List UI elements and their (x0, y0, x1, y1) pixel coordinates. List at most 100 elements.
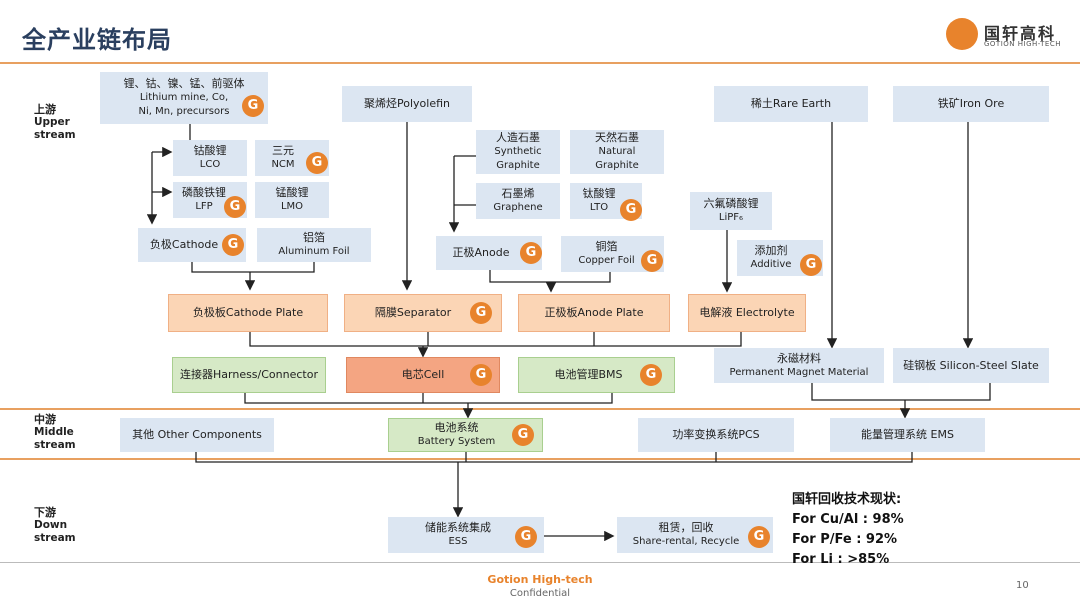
electrolyte-box: 电解液 Electrolyte (688, 294, 806, 332)
natural-graphite-box: 天然石墨 Natural Graphite (570, 130, 664, 174)
synthetic-graphite-box: 人造石墨 Synthetic Graphite (476, 130, 560, 174)
stage-down: 下游 Down stream (34, 506, 76, 545)
anode-plate-label: 正极板Anode Plate (544, 306, 644, 319)
lfp-en: LFP (195, 201, 213, 212)
harness-box: 连接器Harness/Connector (172, 357, 326, 393)
lfp-cn: 磷酸铁锂 (182, 186, 226, 199)
footer-divider (0, 562, 1080, 563)
stage-upper-cn: 上游 (34, 103, 56, 116)
polyolefin-box: 聚烯烃Polyolefin (342, 86, 472, 122)
lco-box: 钴酸锂 LCO (173, 140, 247, 176)
bms-label: 电池管理BMS (554, 368, 623, 381)
lipf6-box: 六氟磷酸锂 LiPF₆ (690, 192, 772, 230)
cathode-plate-label: 负极板Cathode Plate (192, 306, 304, 319)
recycling-status: 国轩回收技术现状: For Cu/Al : 98% For P/Fe : 92%… (792, 490, 904, 570)
logo-cn-text: 国轩高科 (984, 24, 1057, 43)
copper-foil-cn: 铜箔 (595, 240, 618, 253)
stage-down-en: Down stream (34, 519, 76, 544)
iron-ore-label: 铁矿Iron Ore (937, 97, 1005, 110)
gotion-mark-icon: G (515, 526, 537, 548)
recycling-status-title: 国轩回收技术现状: (792, 492, 902, 507)
anode-plate-box: 正极板Anode Plate (518, 294, 670, 332)
midstream-bottom-divider (0, 458, 1080, 460)
natural-graphite-en1: Natural (598, 146, 636, 157)
midstream-top-divider (0, 408, 1080, 410)
lmo-box: 锰酸锂 LMO (255, 182, 329, 218)
battery-system-en: Battery System (417, 436, 496, 447)
lipf6-cn: 六氟磷酸锂 (703, 197, 759, 210)
aluminum-foil-en: Aluminum Foil (278, 246, 350, 257)
graphene-en: Graphene (493, 202, 543, 213)
graphene-cn: 石墨烯 (501, 187, 535, 200)
stage-middle-en: Middle stream (34, 426, 76, 451)
pcs-box: 功率变换系统PCS (638, 418, 794, 452)
rare-earth-box: 稀土Rare Earth (714, 86, 868, 122)
additive-cn: 添加剂 (754, 244, 788, 257)
stage-upper: 上游 Upper stream (34, 103, 76, 142)
additive-en: Additive (750, 259, 792, 270)
gotion-mark-icon: G (224, 196, 246, 218)
magnet-box: 永磁材料 Permanent Magnet Material (714, 348, 884, 383)
gotion-mark-icon: G (222, 234, 244, 256)
synthetic-graphite-cn: 人造石墨 (496, 131, 540, 144)
raw-materials-box: 锂、钴、镍、锰、前驱体 Lithium mine, Co, Ni, Mn, pr… (100, 72, 268, 124)
gotion-mark-icon: G (242, 95, 264, 117)
page-title: 全产业链布局 (22, 26, 172, 54)
gotion-mark-icon: G (306, 152, 328, 174)
aluminum-foil-cn: 铝箔 (303, 231, 325, 244)
stage-down-cn: 下游 (34, 506, 56, 519)
lto-box: 钛酸锂 LTO (570, 183, 642, 219)
cathode-label: 负极Cathode (149, 238, 219, 251)
battery-system-cn: 电池系统 (434, 421, 479, 434)
gotion-logo-icon (946, 18, 978, 50)
recycle-en: Share-rental, Recycle (632, 536, 740, 547)
page-number: 10 (1016, 580, 1029, 591)
silicon-steel-label: 硅钢板 Silicon-Steel Slate (903, 358, 1039, 372)
ncm-cn: 三元 (272, 144, 294, 157)
gotion-mark-icon: G (620, 199, 642, 221)
gotion-mark-icon: G (800, 254, 822, 276)
natural-graphite-en2: Graphite (595, 160, 639, 171)
other-components-box: 其他 Other Components (120, 418, 274, 452)
synthetic-graphite-en2: Graphite (496, 160, 540, 171)
raw-materials-line1: 锂、钴、镍、锰、前驱体 (123, 77, 245, 90)
harness-label: 连接器Harness/Connector (180, 368, 318, 381)
lto-cn: 钛酸锂 (582, 187, 616, 200)
anode-label: 正极Anode (452, 246, 510, 259)
footer-brand: Gotion High-tech (487, 573, 593, 586)
polyolefin-label: 聚烯烃Polyolefin (364, 97, 450, 110)
cathode-plate-box: 负极板Cathode Plate (168, 294, 328, 332)
recycling-status-line: For Cu/Al : 98% (792, 512, 904, 527)
recycling-status-line: For Li : >85% (792, 552, 890, 567)
electrolyte-label: 电解液 Electrolyte (699, 306, 795, 319)
lmo-cn: 锰酸锂 (275, 186, 309, 199)
stage-middle: 中游 Middle stream (34, 413, 76, 452)
stage-upper-en: Upper stream (34, 116, 76, 141)
recycling-status-line: For P/Fe : 92% (792, 532, 898, 547)
ems-label: 能量管理系统 EMS (861, 428, 954, 441)
magnet-cn: 永磁材料 (777, 351, 821, 365)
gotion-mark-icon: G (470, 302, 492, 324)
pcs-label: 功率变换系统PCS (672, 428, 760, 441)
cathode-box: 负极Cathode (138, 228, 246, 262)
iron-ore-box: 铁矿Iron Ore (893, 86, 1049, 122)
silicon-steel-box: 硅钢板 Silicon-Steel Slate (893, 348, 1049, 383)
footer-confidential: Confidential (509, 588, 571, 599)
recycle-box: 租赁，回收 Share-rental, Recycle (617, 517, 773, 553)
gotion-mark-icon: G (520, 242, 542, 264)
lco-en: LCO (199, 159, 221, 170)
cell-label: 电芯Cell (401, 368, 445, 381)
lto-en: LTO (589, 202, 609, 213)
lmo-en: LMO (280, 201, 304, 212)
ess-en: ESS (448, 536, 468, 547)
raw-materials-line3: Ni, Mn, precursors (138, 106, 230, 117)
gotion-logo: 国轩高科 GOTION HIGH-TECH (946, 18, 1066, 52)
raw-materials-line2: Lithium mine, Co, (139, 92, 229, 103)
gotion-mark-icon: G (748, 526, 770, 548)
graphene-box: 石墨烯 Graphene (476, 183, 560, 219)
lipf6-en: LiPF₆ (718, 212, 744, 223)
lco-cn: 钴酸锂 (193, 144, 227, 157)
ems-box: 能量管理系统 EMS (830, 418, 985, 452)
ess-cn: 储能系统集成 (425, 521, 491, 534)
copper-foil-en: Copper Foil (578, 255, 635, 266)
